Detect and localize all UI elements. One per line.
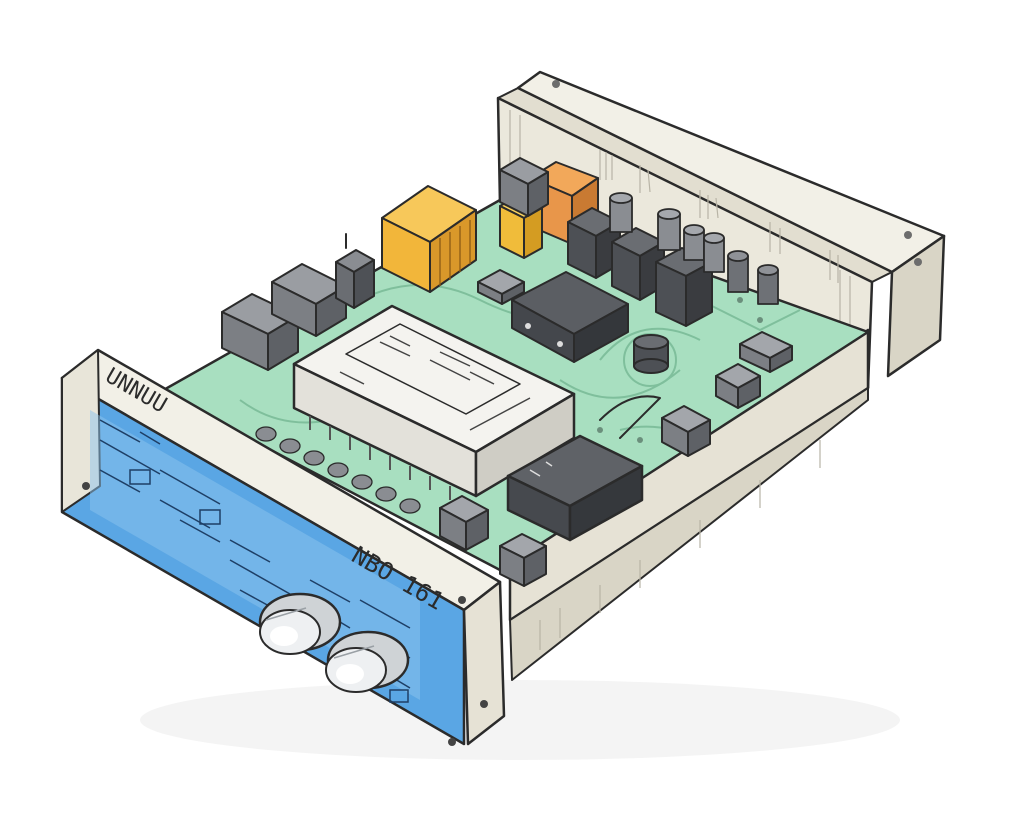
- ic-chip: [511, 271, 629, 363]
- rear-screw: [914, 258, 922, 266]
- rear-panel-sketch: [509, 110, 851, 334]
- small-chip: [499, 533, 547, 587]
- ground-shadow: [140, 680, 900, 760]
- gray-component-left: [221, 293, 299, 371]
- rear-screw: [552, 80, 560, 88]
- small-chip: [661, 405, 711, 457]
- rear-panel-side: [886, 234, 946, 378]
- front-screw: [448, 738, 456, 746]
- electrolytic-capacitors: [609, 192, 779, 305]
- yellow-capacitor-block: [381, 185, 477, 293]
- gray-component-left: [335, 249, 375, 309]
- volume-knob[interactable]: [258, 592, 342, 655]
- small-chip: [715, 363, 761, 409]
- power-module-front: [506, 434, 644, 542]
- module-pins: [309, 416, 451, 500]
- front-screw: [480, 700, 488, 708]
- side-wall-sketch: [539, 440, 821, 650]
- small-chip: [739, 331, 793, 373]
- module-markings: [339, 335, 531, 431]
- gray-component-back: [499, 157, 549, 217]
- wire-loop: [599, 395, 661, 439]
- front-panel: UNNUU NBO 161: [60, 348, 506, 746]
- power-module: [655, 247, 713, 327]
- round-coil: [633, 334, 669, 374]
- chassis: [508, 328, 870, 681]
- pcb-components: [221, 157, 793, 587]
- small-chip: [439, 495, 489, 551]
- front-screw: [82, 482, 90, 490]
- front-panel-end-cap: [462, 580, 506, 746]
- tone-knob[interactable]: [325, 630, 410, 693]
- transformer-module: [292, 304, 576, 500]
- small-chip: [477, 269, 525, 305]
- front-screw: [458, 596, 466, 604]
- rear-screw: [904, 231, 912, 239]
- resistor-beads: [255, 426, 421, 514]
